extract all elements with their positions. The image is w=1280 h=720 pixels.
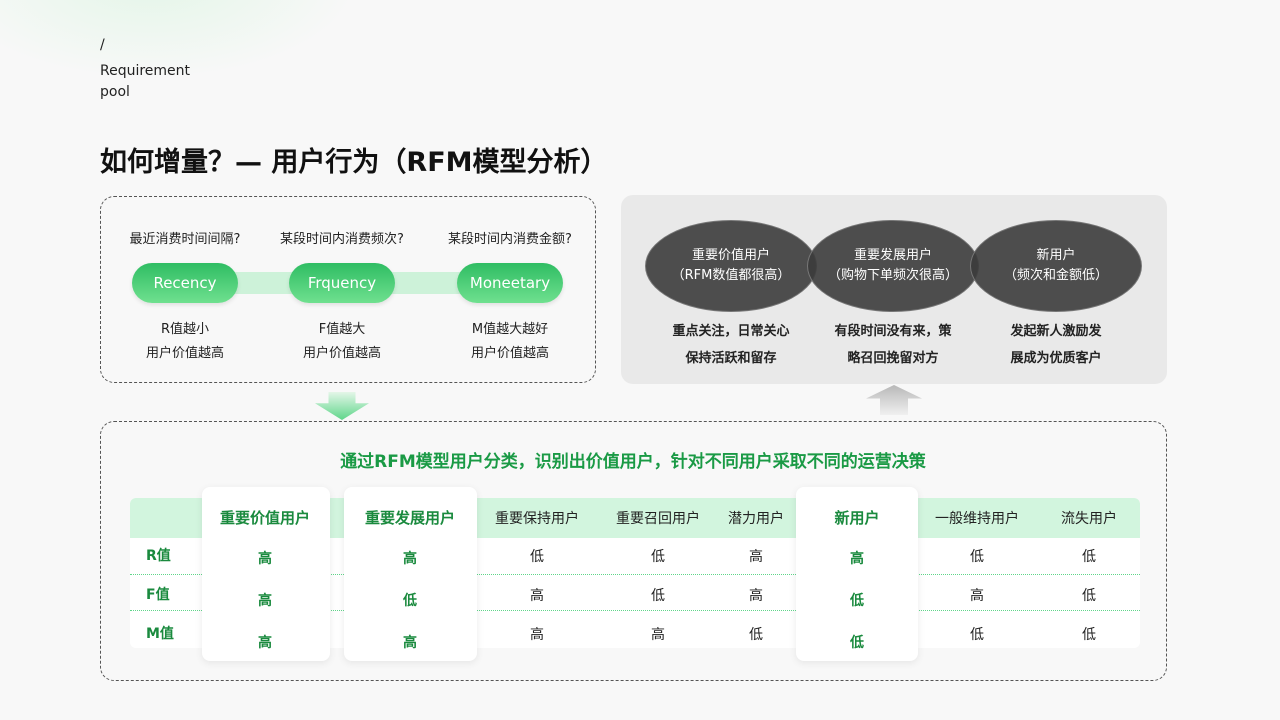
segment-name: 新用户 bbox=[1036, 248, 1076, 263]
table-cell: 低 bbox=[1082, 549, 1096, 565]
breadcrumb-line2: pool bbox=[100, 84, 130, 100]
segment-action-line1: 发起新人激励发 bbox=[1010, 324, 1102, 339]
table-cell: 低 bbox=[970, 549, 984, 565]
row-divider bbox=[130, 574, 1140, 575]
segment-action: 重点关注，日常关心保持活跃和留存 bbox=[646, 318, 816, 372]
table-cell: 高 bbox=[258, 593, 272, 609]
table-cell: 高 bbox=[749, 549, 763, 565]
column-header: 重要召回用户 bbox=[616, 511, 700, 527]
segment-action-line1: 有段时间没有来，策 bbox=[834, 324, 952, 339]
table-cell: 低 bbox=[651, 549, 665, 565]
column-header: 重要发展用户 bbox=[364, 509, 455, 527]
table-cell: 高 bbox=[403, 635, 417, 651]
segment-action-line2: 保持活跃和留存 bbox=[685, 351, 777, 366]
page-title: 如何增量？— 用户行为（RFM模型分析） bbox=[100, 147, 608, 178]
connector-band bbox=[390, 272, 470, 294]
column-header: 流失用户 bbox=[1061, 511, 1117, 527]
segment-oval: 重要价值用户 （RFM数值都很高） bbox=[645, 220, 817, 312]
rfm-pill-frquency: Frquency bbox=[289, 263, 395, 303]
rfm-question: 最近消费时间间隔? bbox=[129, 232, 241, 247]
segment-oval: 重要发展用户 （购物下单频次很高） bbox=[807, 220, 979, 312]
table-cell: 高 bbox=[530, 627, 544, 643]
rfm-question: 某段时间内消费金额? bbox=[448, 232, 572, 247]
rfm-question: 某段时间内消费频次? bbox=[280, 232, 404, 247]
table-cell: 高 bbox=[258, 551, 272, 567]
rfm-desc-line2: 用户价值越高 bbox=[470, 346, 549, 361]
column-header: 重要价值用户 bbox=[219, 509, 310, 527]
table-cell: 低 bbox=[530, 549, 544, 565]
rfm-desc-line2: 用户价值越高 bbox=[145, 346, 224, 361]
segment-action-line2: 展成为优质客户 bbox=[1010, 351, 1102, 366]
column-header: 潜力用户 bbox=[728, 511, 784, 527]
table-cell: 高 bbox=[403, 551, 417, 567]
table-cell: 高 bbox=[651, 627, 665, 643]
rfm-pill-moneetary: Moneetary bbox=[457, 263, 563, 303]
table-cell: 高 bbox=[749, 588, 763, 604]
table-cell: 低 bbox=[970, 627, 984, 643]
rfm-description: R值越小用户价值越高 bbox=[100, 318, 270, 366]
row-divider bbox=[130, 610, 1140, 611]
table-cell: 低 bbox=[1082, 588, 1096, 604]
column-header: 重要保持用户 bbox=[495, 511, 579, 527]
segment-oval: 新用户 （频次和金额低） bbox=[970, 220, 1142, 312]
rfm-desc-line1: R值越小 bbox=[160, 322, 210, 337]
column-header: 一般维持用户 bbox=[935, 511, 1019, 527]
table-cell: 高 bbox=[850, 551, 864, 567]
table-cell: 低 bbox=[651, 588, 665, 604]
connector-band bbox=[225, 272, 305, 294]
segment-action-line2: 略召回挽留对方 bbox=[847, 351, 939, 366]
table-cell: 低 bbox=[749, 627, 763, 643]
table-cell: 高 bbox=[530, 588, 544, 604]
row-label: R值 bbox=[146, 548, 171, 564]
segment-note: （RFM数值都很高） bbox=[671, 268, 791, 283]
column-header: 新用户 bbox=[834, 509, 880, 527]
table-cell: 低 bbox=[850, 635, 864, 651]
segment-note: （购物下单频次很高） bbox=[827, 268, 958, 283]
breadcrumb-slash: / bbox=[100, 37, 105, 53]
segment-action-line1: 重点关注，日常关心 bbox=[672, 324, 790, 339]
rfm-description: M值越大越好用户价值越高 bbox=[425, 318, 595, 366]
table-cell: 高 bbox=[970, 588, 984, 604]
arrow-up-icon bbox=[866, 385, 922, 415]
rfm-definition-box bbox=[100, 196, 596, 383]
highlight-column-card bbox=[344, 487, 477, 661]
table-cell: 低 bbox=[850, 593, 864, 609]
table-cell: 低 bbox=[403, 593, 417, 609]
highlight-column-card bbox=[202, 487, 330, 661]
segment-note: （频次和金额低） bbox=[1003, 268, 1108, 283]
rfm-description: F值越大用户价值越高 bbox=[257, 318, 427, 366]
breadcrumb-line1: Requirement bbox=[100, 63, 191, 79]
row-label: M值 bbox=[146, 626, 174, 642]
rfm-desc-line2: 用户价值越高 bbox=[302, 346, 381, 361]
classification-box bbox=[100, 421, 1167, 681]
segment-name: 重要发展用户 bbox=[853, 248, 932, 263]
highlight-column-card bbox=[796, 487, 918, 661]
segment-action: 发起新人激励发展成为优质客户 bbox=[971, 318, 1141, 372]
section-subtitle: 通过RFM模型用户分类，识别出价值用户，针对不同用户采取不同的运营决策 bbox=[340, 452, 926, 472]
rfm-desc-line1: F值越大 bbox=[318, 322, 366, 337]
segment-name: 重要价值用户 bbox=[691, 248, 770, 263]
table-cell: 低 bbox=[1082, 627, 1096, 643]
row-label: F值 bbox=[146, 587, 170, 603]
table-cell: 高 bbox=[258, 635, 272, 651]
rfm-pill-recency: Recency bbox=[132, 263, 238, 303]
arrow-down-icon bbox=[315, 392, 369, 420]
rfm-desc-line1: M值越大越好 bbox=[471, 322, 549, 337]
segment-action: 有段时间没有来，策略召回挽留对方 bbox=[808, 318, 978, 372]
